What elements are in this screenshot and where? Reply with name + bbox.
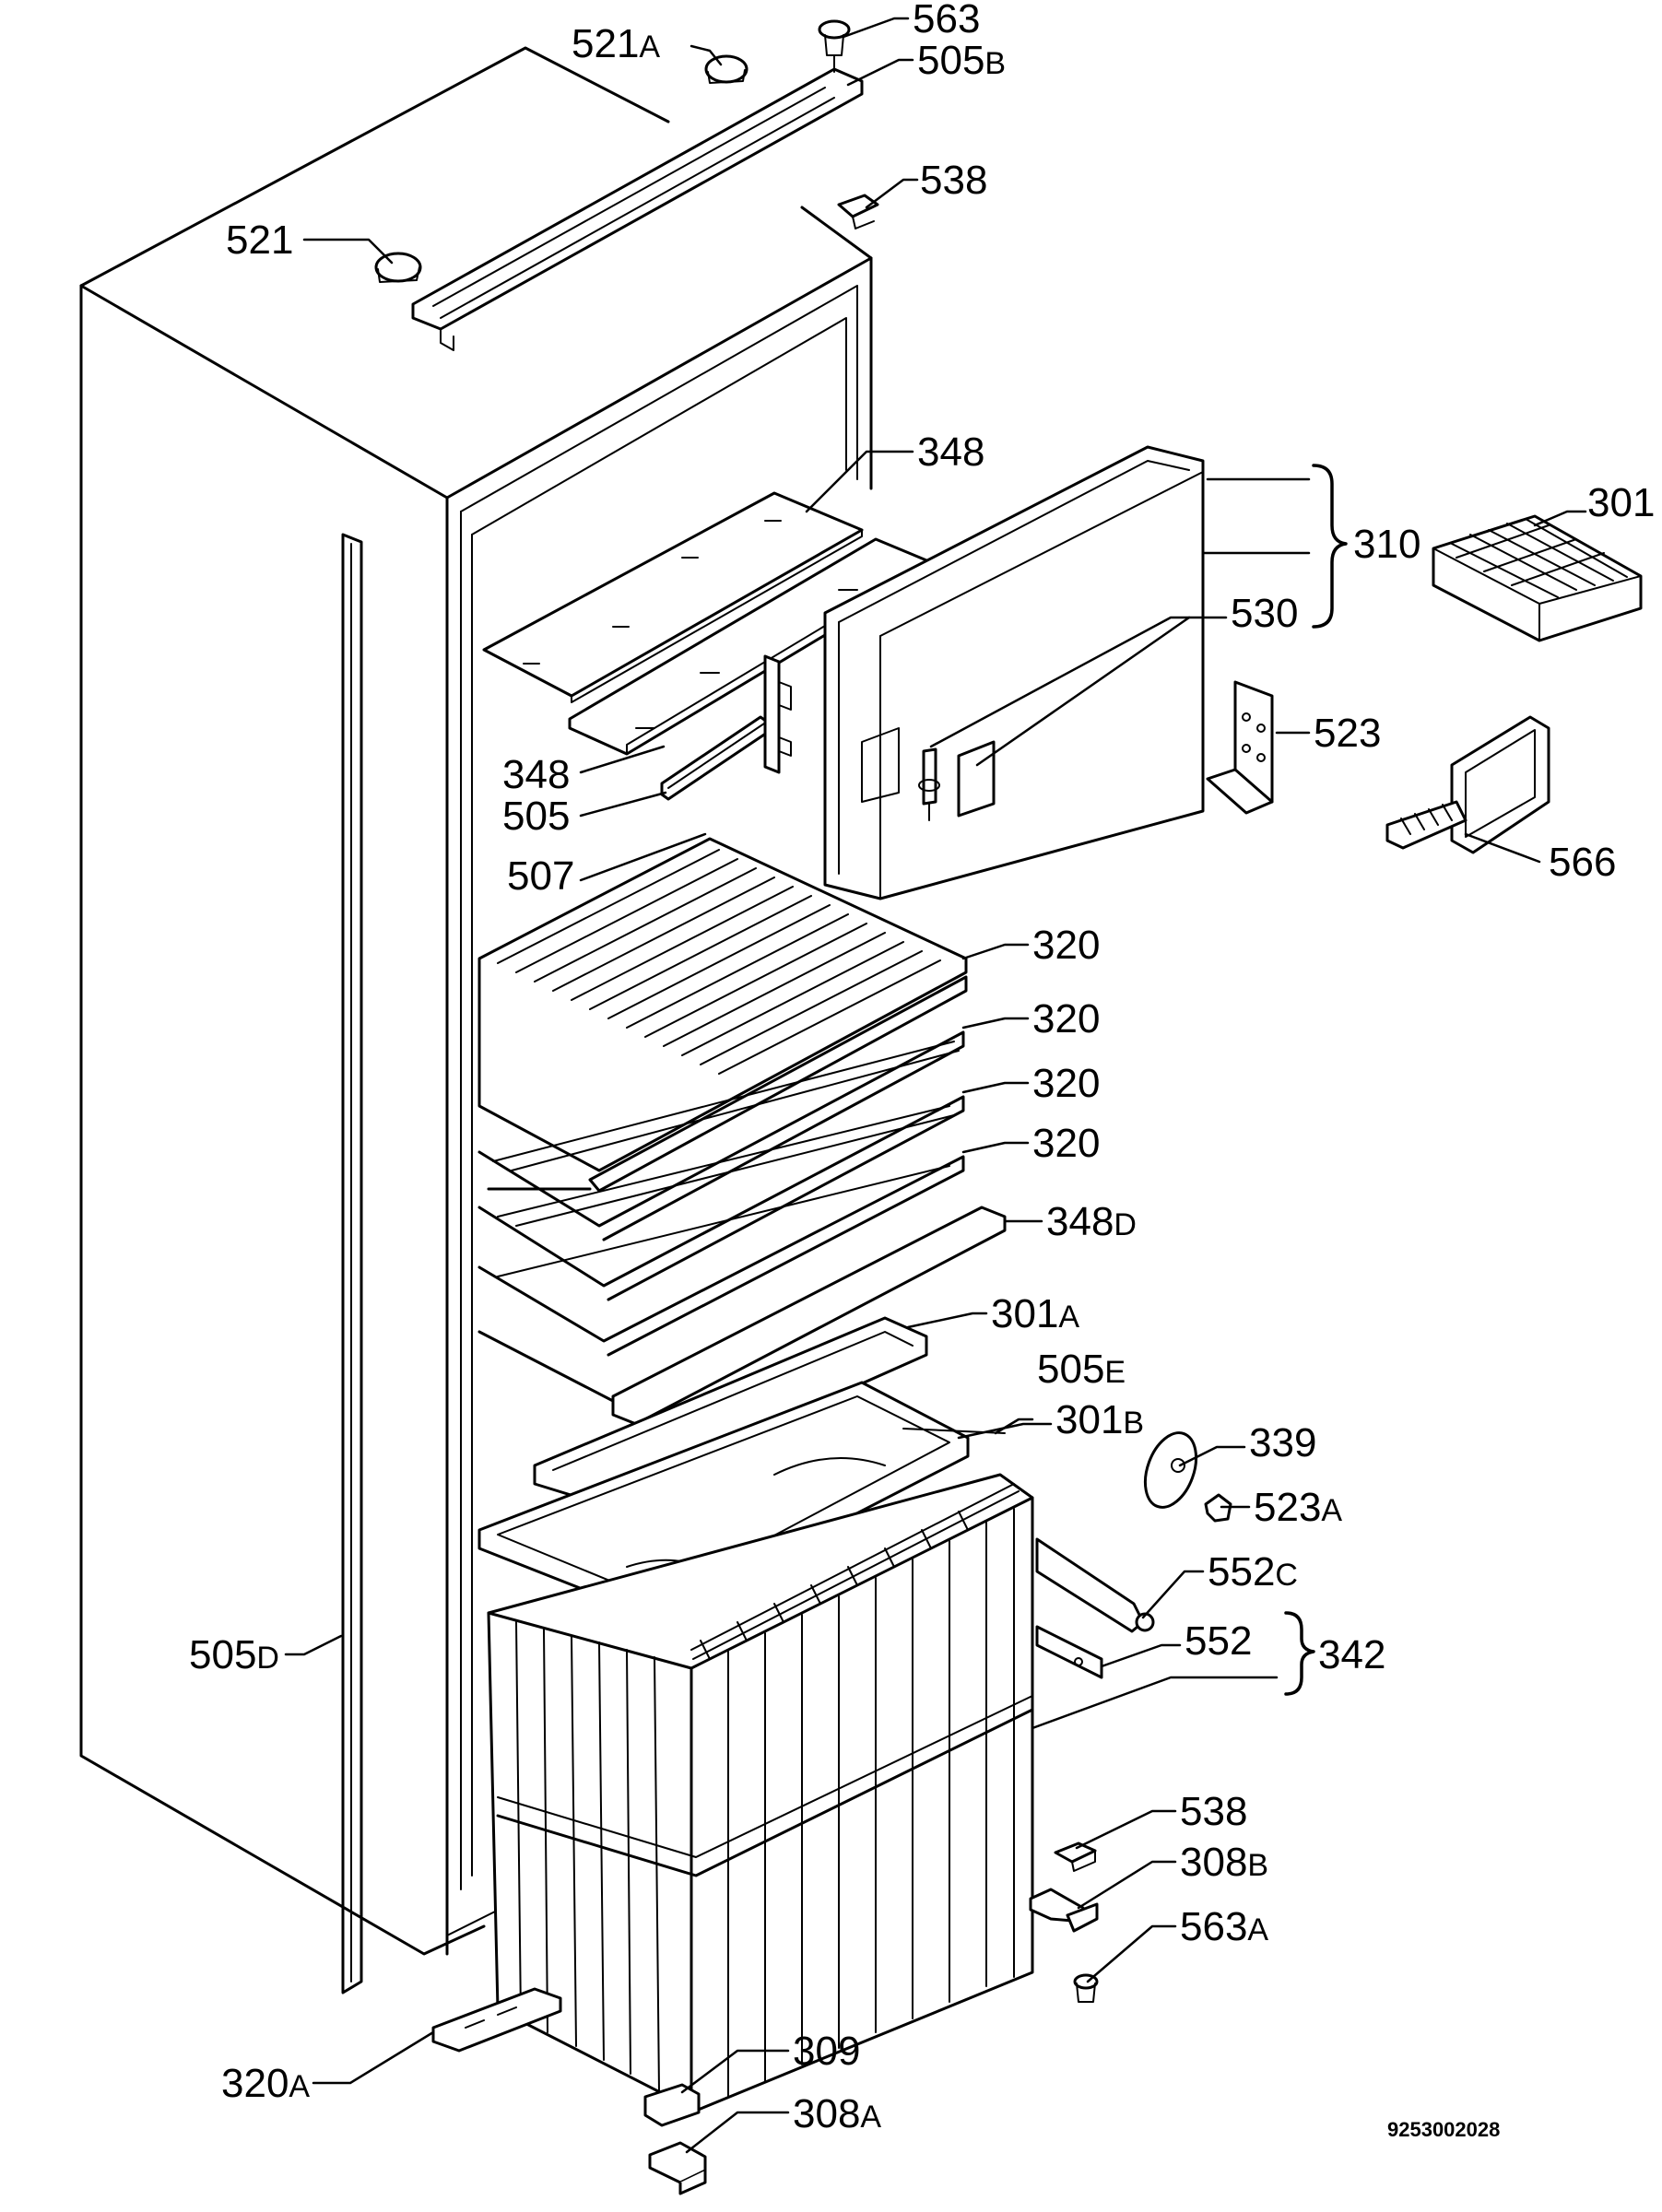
- bracket-308a-part: [648, 2141, 707, 2195]
- label-301: 301: [1587, 480, 1655, 525]
- label-301b: 301B: [1055, 1397, 1144, 1442]
- label-309: 309: [793, 2029, 860, 2074]
- freezer-door: [823, 445, 1205, 900]
- top-rail: [411, 67, 864, 351]
- label-308a: 308A: [793, 2091, 881, 2136]
- label-301a: 301A: [991, 1291, 1079, 1336]
- brace-342: [1284, 1611, 1315, 1696]
- shelf-bracket-part: [763, 654, 792, 774]
- label-523: 523: [1314, 711, 1381, 756]
- wire-shelves: [477, 837, 1007, 1619]
- clip-523a-part: [1204, 1493, 1232, 1523]
- label-348-low: 348: [502, 752, 570, 797]
- label-552: 552: [1185, 1618, 1252, 1664]
- cap-521-part: [374, 252, 422, 283]
- cap-521a-part: [704, 54, 748, 84]
- label-320-3: 320: [1032, 1061, 1100, 1106]
- label-521: 521: [226, 218, 293, 263]
- glass-shelf-upper: [482, 491, 864, 703]
- slide-rails: [1035, 1537, 1155, 1679]
- door-seal-strip: [341, 533, 363, 1994]
- label-505b: 505B: [917, 38, 1006, 83]
- screw-563a-part: [1073, 1973, 1099, 2003]
- drawing-number: 9253002028: [1387, 2118, 1500, 2141]
- hinge-bracket-308b-part: [1029, 1888, 1099, 1933]
- label-563a: 563A: [1180, 1904, 1268, 1949]
- label-507: 507: [507, 853, 574, 899]
- label-348-top: 348: [917, 429, 984, 475]
- leader-lines: [284, 17, 1587, 2154]
- brace-310: [1312, 464, 1348, 629]
- refrigerator-cabinet: [79, 46, 873, 1956]
- label-538-top: 538: [920, 158, 987, 203]
- hinge-538-lower-part: [1054, 1841, 1097, 1872]
- screw-563-part: [818, 19, 851, 73]
- label-523a: 523A: [1254, 1485, 1342, 1530]
- label-348d: 348D: [1046, 1199, 1137, 1244]
- freezer-baskets: [487, 1473, 1034, 2112]
- label-320-4: 320: [1032, 1121, 1100, 1166]
- part-labels: 563 521A 505B 538 521 348 301 310 530 52…: [189, 0, 1655, 2136]
- label-505e: 505E: [1037, 1347, 1126, 1392]
- hinge-538-top-part: [837, 194, 879, 229]
- hinge-plate-320a-part: [431, 1987, 562, 2053]
- label-538-low: 538: [1180, 1789, 1247, 1834]
- label-342: 342: [1318, 1632, 1385, 1677]
- bracket-523-part: [1206, 680, 1274, 815]
- label-552c: 552C: [1208, 1549, 1298, 1594]
- cover-309-part: [643, 2083, 701, 2127]
- label-566: 566: [1549, 840, 1616, 885]
- label-505: 505: [502, 794, 570, 839]
- ice-tray: [1432, 514, 1643, 642]
- strip-505-part: [660, 715, 769, 801]
- label-563: 563: [913, 0, 980, 41]
- label-320-2: 320: [1032, 996, 1100, 1041]
- label-339: 339: [1249, 1420, 1316, 1465]
- ice-scraper: [1385, 715, 1550, 854]
- label-521a: 521A: [572, 21, 660, 66]
- label-530: 530: [1231, 591, 1298, 636]
- label-320a: 320A: [221, 2061, 310, 2106]
- label-320-1: 320: [1032, 923, 1100, 968]
- label-310: 310: [1353, 522, 1420, 567]
- thermostat-knob: [1143, 1431, 1198, 1509]
- label-308b: 308B: [1180, 1840, 1268, 1885]
- label-505d: 505D: [189, 1632, 279, 1677]
